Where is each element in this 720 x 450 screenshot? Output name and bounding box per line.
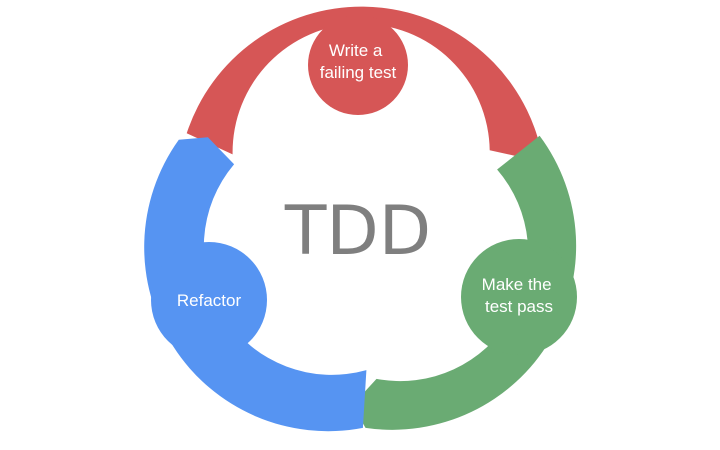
stage-label-write-line-2: failing test bbox=[320, 63, 397, 82]
arc-write-failing-test bbox=[186, 6, 538, 159]
arc-refactor bbox=[144, 137, 367, 432]
arc-make-test-pass bbox=[352, 135, 577, 430]
stage-label-write-line-1: Write a bbox=[329, 41, 383, 60]
stage-label-pass-line-2: test pass bbox=[485, 297, 553, 316]
stage-label-pass: Make the test pass bbox=[482, 275, 557, 316]
stage-label-pass-line-1: Make the bbox=[482, 275, 552, 294]
stage-circle-pass bbox=[461, 239, 577, 355]
stage-label-write: Write a failing test bbox=[320, 41, 397, 82]
stage-label-refactor-line-1: Refactor bbox=[177, 291, 242, 310]
center-label: TDD bbox=[284, 192, 431, 271]
stage-circle-refactor bbox=[151, 242, 267, 358]
stage-circle-write bbox=[308, 15, 408, 115]
stage-label-refactor: Refactor bbox=[177, 291, 242, 310]
